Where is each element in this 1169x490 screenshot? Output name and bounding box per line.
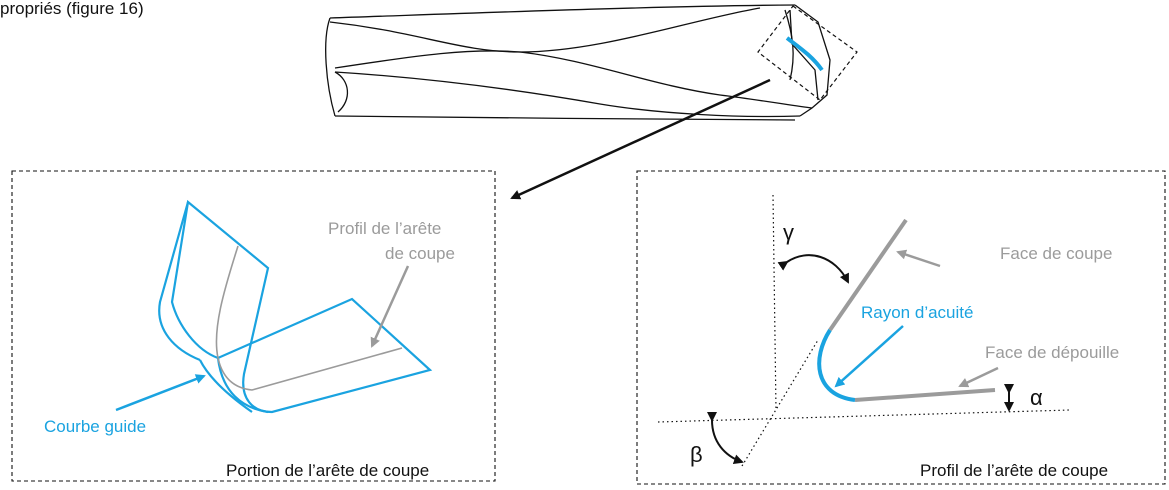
left-panel-frame	[11, 170, 496, 482]
guide-curve-label: Courbe guide	[44, 417, 146, 436]
beta-angle-arc	[706, 411, 744, 465]
edge-profile-geometry	[657, 194, 1071, 467]
profile-label-line1: Profil de l’arête	[328, 219, 441, 238]
left-panel-caption: Portion de l’arête de coupe	[226, 461, 429, 480]
drill-illustration	[325, 4, 831, 121]
clearance-reference-line	[741, 339, 819, 467]
rake-face-arrow	[896, 249, 941, 268]
alpha-symbol: α	[1030, 385, 1043, 410]
drill-bottom-edge	[334, 115, 796, 121]
drill-detail-box	[757, 5, 858, 101]
gamma-angle-arc	[777, 254, 849, 284]
edge-radius-arrow	[834, 325, 904, 388]
rake-face-label: Face de coupe	[1000, 244, 1112, 263]
rake-face-line	[828, 218, 908, 332]
drill-shank-arc	[334, 71, 349, 113]
drill-tip	[794, 4, 831, 117]
clearance-face-line	[854, 388, 996, 402]
drill-flute-2	[334, 50, 813, 109]
edge-radius-label: Rayon d’acuité	[861, 303, 973, 322]
drill-flute-1	[329, 7, 761, 53]
drill-flute-3	[334, 71, 801, 118]
vertical-reference-line	[772, 194, 777, 411]
horizontal-reference-line	[657, 409, 1071, 423]
clearance-face-arrow	[958, 366, 999, 388]
drill-top-edge	[329, 4, 796, 19]
drill-tip-inner-2	[784, 9, 794, 81]
profile-label-arrow	[370, 265, 410, 348]
clearance-face-label: Face de dépouille	[985, 343, 1119, 362]
guide-curve-arrow	[115, 374, 206, 412]
edge-portion-shape	[158, 199, 433, 414]
drill-shank-end	[325, 17, 336, 117]
zoom-arrow	[510, 78, 771, 200]
drill-cutting-edge-highlight	[785, 36, 824, 72]
intro-text: propriés (figure 16)	[0, 0, 144, 18]
drill-tip-inner	[789, 9, 819, 101]
profile-label-line2: de coupe	[385, 244, 455, 263]
beta-symbol: β	[690, 442, 703, 467]
gamma-symbol: γ	[783, 220, 794, 245]
right-panel-caption: Profil de l’arête de coupe	[920, 461, 1108, 480]
edge-radius-arc	[817, 328, 856, 402]
